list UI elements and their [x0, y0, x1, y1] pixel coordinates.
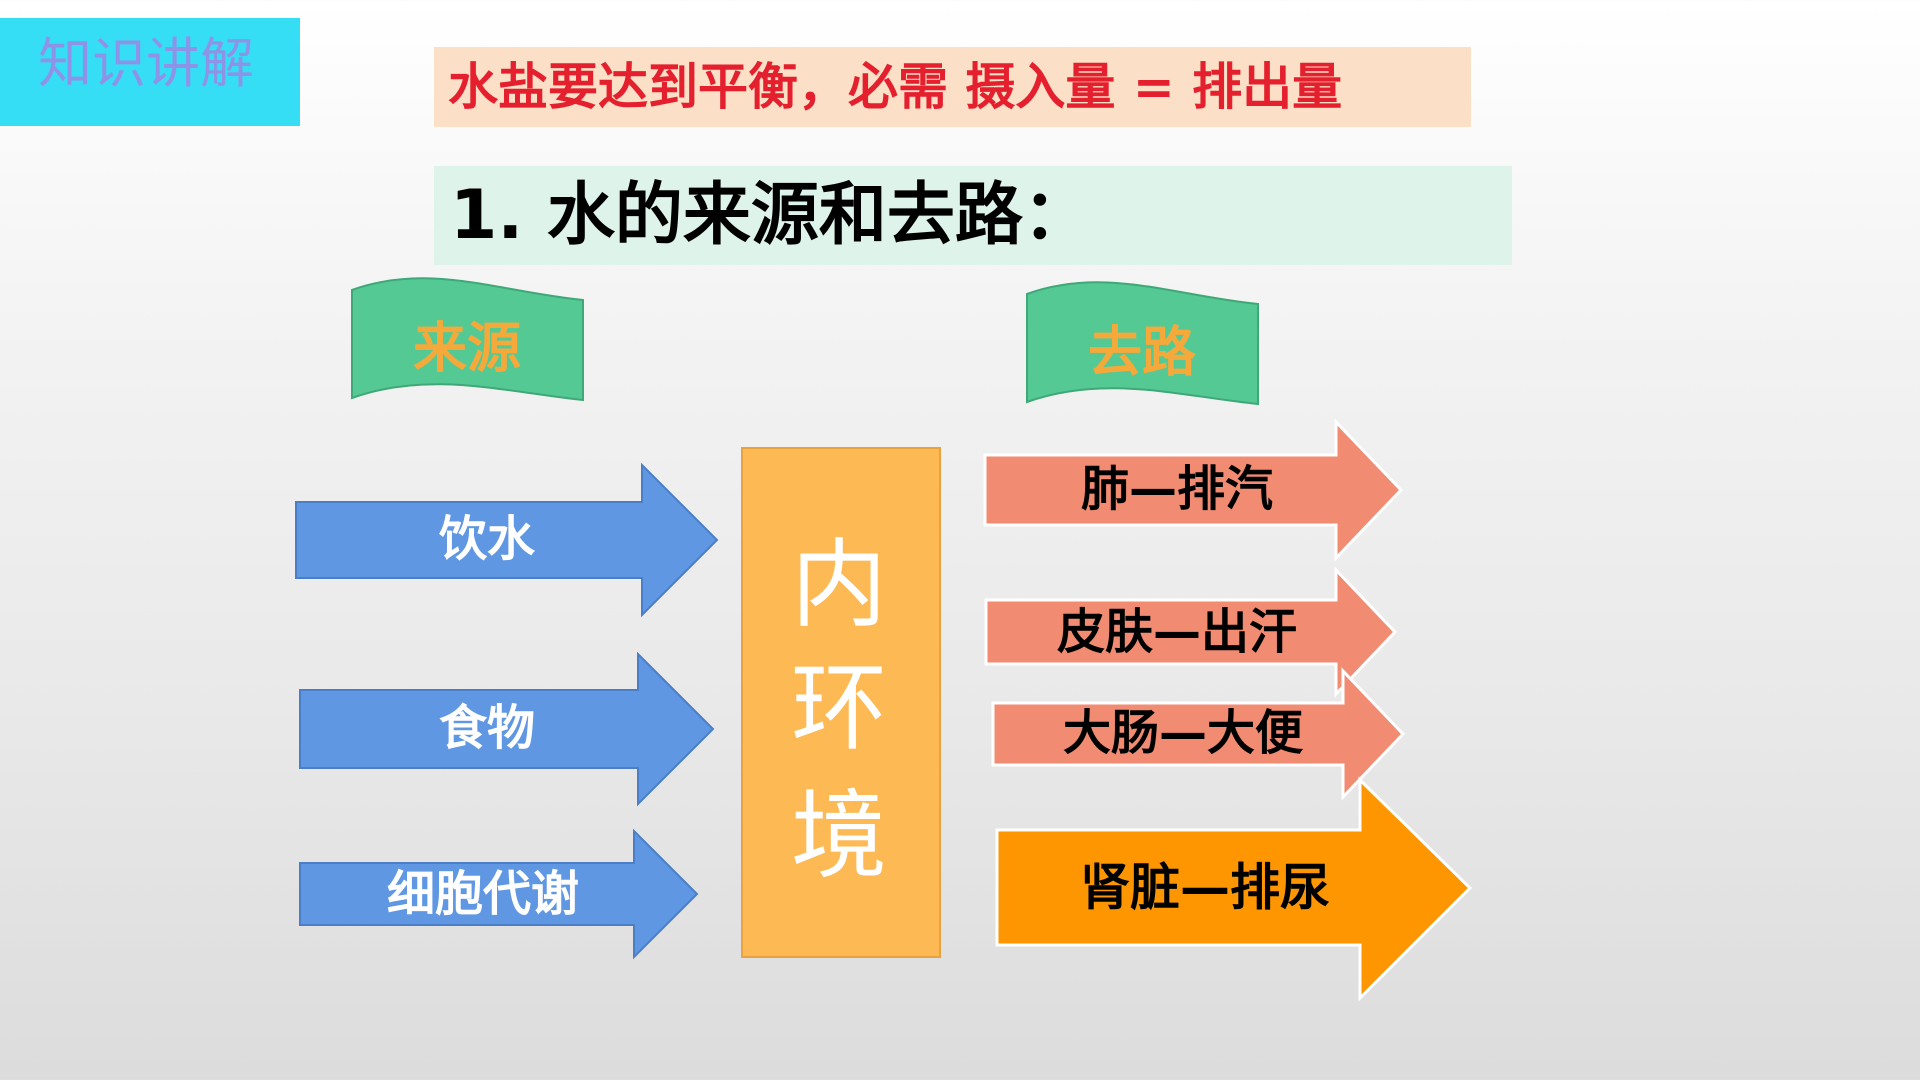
output-arrow-label: 肺—排汽: [1081, 461, 1273, 517]
source-arrow-label: 细胞代谢: [387, 866, 579, 922]
output-arrow-shape: [991, 667, 1406, 801]
source-arrow-label: 饮水: [439, 511, 536, 567]
source-arrow-shape: [299, 651, 715, 807]
source-arrow-shape: [295, 462, 719, 618]
output-arrow-shape: [984, 566, 1398, 698]
core-char-jing: 境: [791, 780, 887, 892]
core-char-1: [743, 984, 939, 1080]
banner-outputs-label: 去路: [1088, 321, 1197, 384]
output-arrow-kidneys: 肾脏—排尿: [995, 776, 1473, 1002]
output-arrow-shape: [983, 418, 1404, 562]
internal-environment-box: [741, 447, 941, 958]
source-arrow-shape: [299, 828, 699, 960]
output-arrow-label: 皮肤—出汗: [1057, 604, 1297, 660]
output-arrow-skin: 皮肤—出汗: [984, 566, 1398, 698]
section-tag: 知识讲解: [0, 18, 300, 126]
core-char-nei: 内: [791, 529, 887, 641]
source-arrow-cell-metabolism: 细胞代谢: [299, 828, 699, 960]
source-arrow-drinking-water: 饮水: [295, 462, 719, 618]
banner-sources-flag: [351, 277, 584, 402]
source-arrow-label: 食物: [439, 700, 535, 756]
output-arrow-shape: [995, 776, 1473, 1002]
output-arrow-large-intestine: 大肠—大便: [991, 667, 1406, 801]
banner-outputs-flag: [1026, 281, 1259, 406]
source-arrow-food: 食物: [299, 651, 715, 807]
output-arrow-lungs: 肺—排汽: [983, 418, 1404, 562]
section-title: 1. 水的来源和去路：: [434, 166, 1512, 265]
internal-environment-label: 内 环 境: [741, 447, 941, 958]
banner-sources: 来源: [351, 277, 584, 402]
banner-sources-label: 来源: [413, 317, 521, 380]
balance-banner: 水盐要达到平衡，必需 摄入量 = 排出量: [434, 47, 1471, 127]
output-arrow-label: 大肠—大便: [1063, 705, 1304, 761]
output-arrow-label: 肾脏—排尿: [1080, 859, 1330, 917]
banner-outputs: 去路: [1026, 281, 1259, 406]
core-char-huan: 环: [791, 652, 887, 764]
